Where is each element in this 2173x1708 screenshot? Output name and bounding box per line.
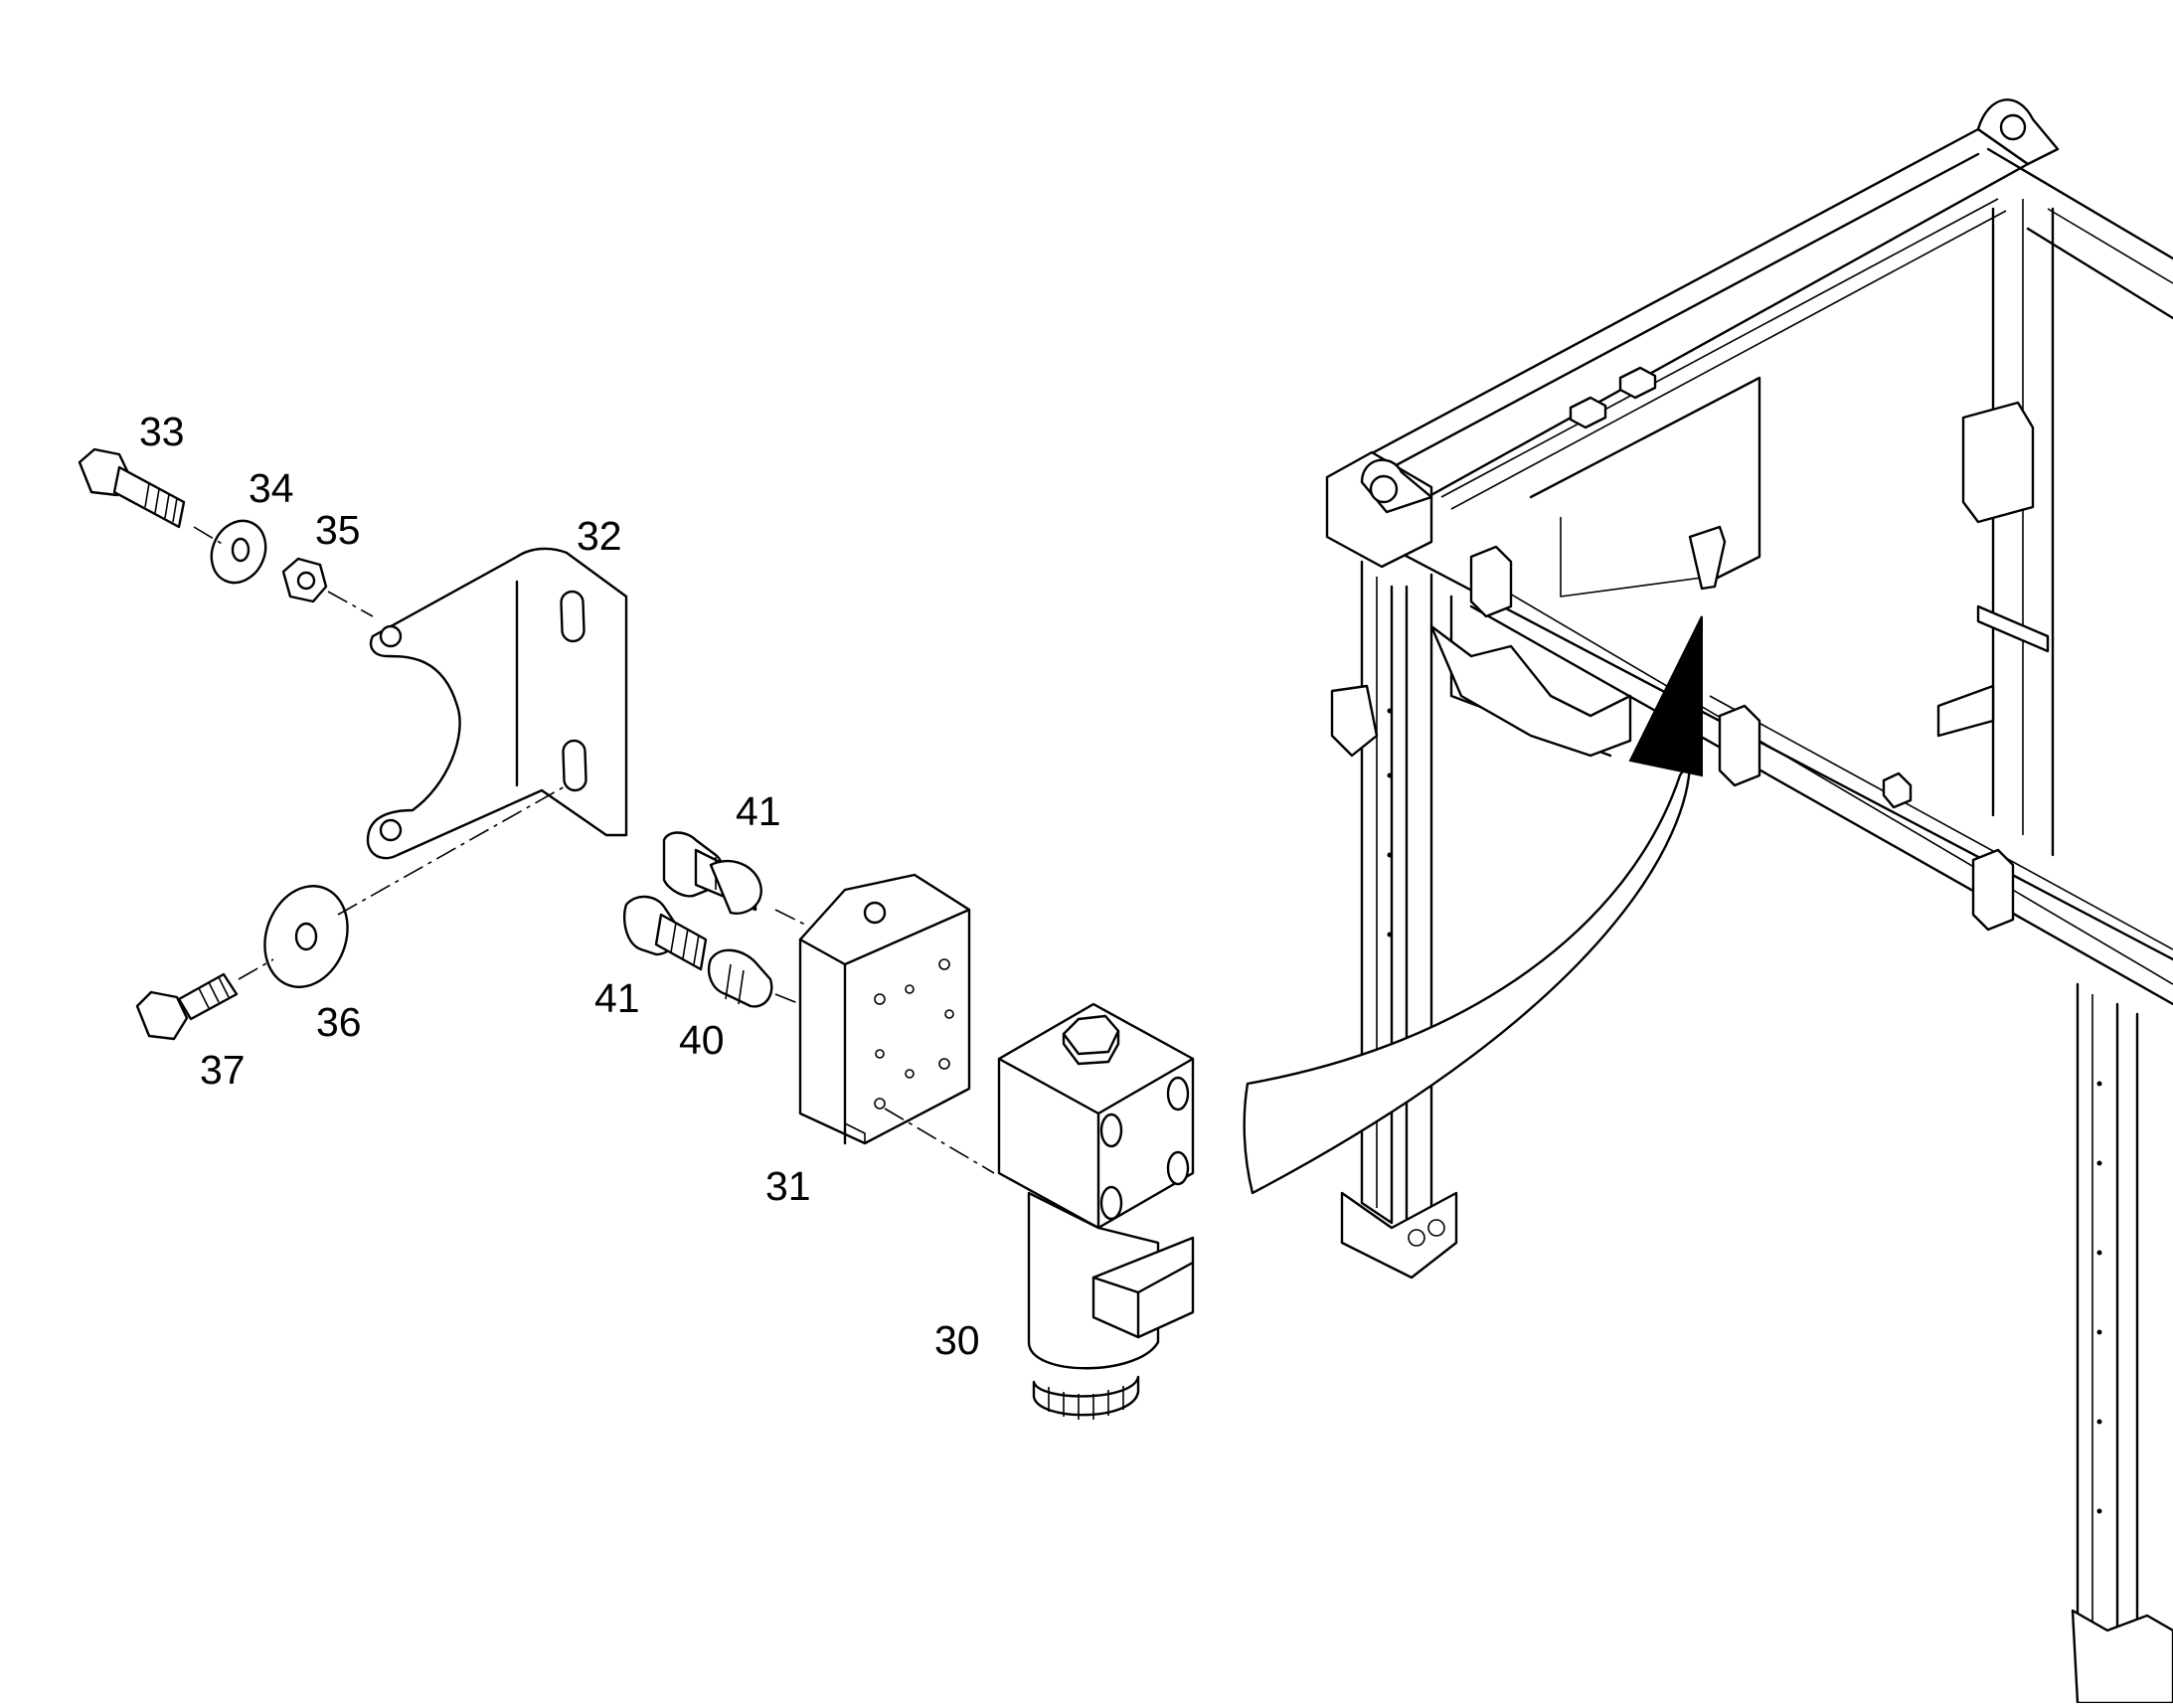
- hex-bolt-icon: [135, 972, 239, 1041]
- detail-pointer-arrow: [1243, 615, 1703, 1195]
- callout-41: 41: [594, 975, 640, 1021]
- mounting-bracket-icon: [366, 547, 628, 860]
- callout-35: 35: [315, 507, 361, 553]
- callout-33: 33: [139, 409, 185, 454]
- flat-washer-icon: [263, 885, 349, 988]
- subplate-block-icon: [798, 873, 971, 1145]
- hex-nut-icon: [281, 557, 328, 603]
- hex-bolt-icon: [78, 447, 186, 529]
- callout-34: 34: [249, 465, 294, 511]
- fitting-icon: [662, 831, 762, 915]
- callout-41: 41: [736, 788, 781, 834]
- callout-40: 40: [679, 1017, 725, 1063]
- callout-36: 36: [316, 999, 362, 1045]
- solenoid-valve-icon: [997, 1002, 1195, 1420]
- fitting-icon: [622, 895, 708, 971]
- callout-32: 32: [577, 513, 622, 559]
- callout-30: 30: [934, 1317, 980, 1363]
- fitting-icon: [707, 948, 773, 1008]
- callout-37: 37: [200, 1047, 246, 1093]
- machine-frame: [1325, 98, 2173, 1705]
- callout-labels: 33 34 35 32 41 41 40 36 37 31 30: [139, 409, 980, 1363]
- washer-icon: [210, 519, 267, 585]
- callout-31: 31: [765, 1163, 811, 1209]
- frame-rivets: [1387, 708, 2102, 1514]
